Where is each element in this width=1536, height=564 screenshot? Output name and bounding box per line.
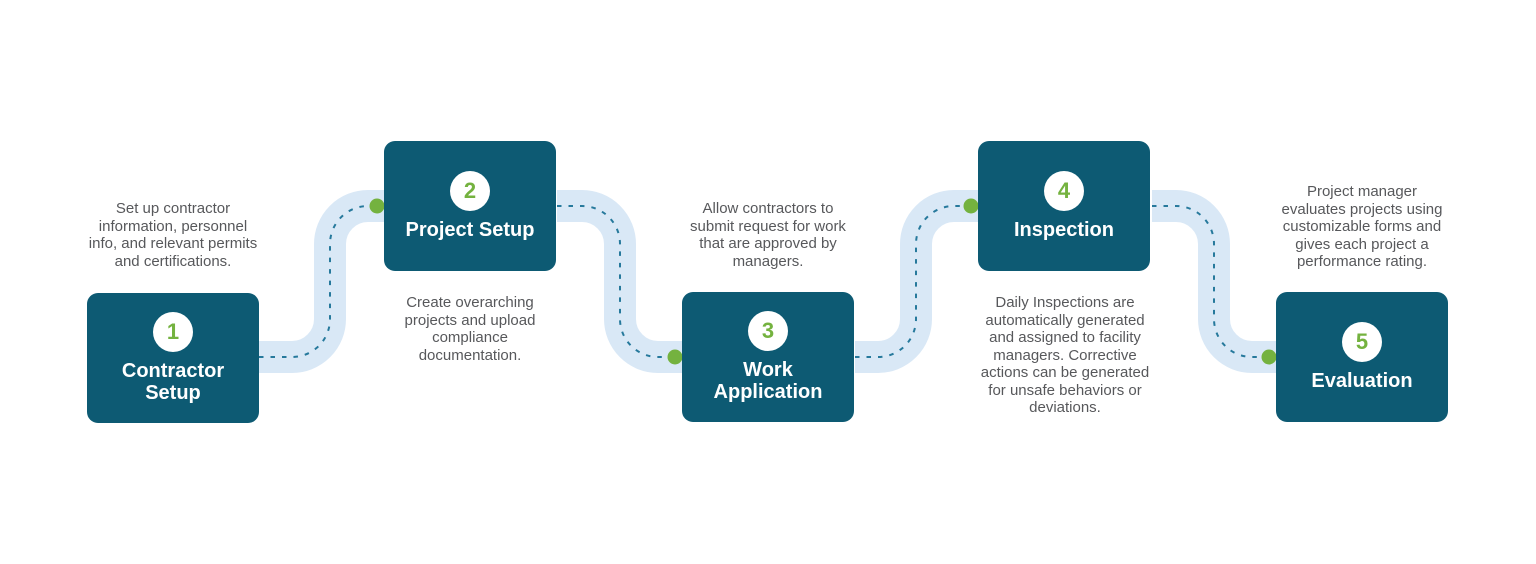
step-5-number-badge: 5 (1342, 322, 1382, 362)
connector-dashed-line-3-4 (855, 205, 971, 358)
step-5-box: 5 Evaluation (1276, 292, 1448, 422)
step-1-number-badge: 1 (153, 312, 193, 352)
step-1-title: Contractor Setup (121, 360, 225, 404)
step-3-number-badge: 3 (748, 311, 788, 351)
step-3-box: 3 Work Application (682, 292, 854, 422)
step-5-number: 5 (1355, 329, 1369, 354)
step-3-number: 3 (761, 318, 775, 343)
connector-band-4-5 (1152, 190, 1276, 373)
step-3-title: Work Application (713, 359, 823, 403)
step-5-title: Evaluation (1311, 370, 1413, 392)
connector-dot-step5 (1261, 349, 1277, 365)
step-2-number-badge: 2 (450, 171, 490, 211)
step-4-title: Inspection (1013, 219, 1114, 241)
connector-dashed-line-1-2 (259, 205, 377, 358)
step-2-box: 2 Project Setup (384, 141, 556, 271)
step-2-title: Project Setup (405, 219, 535, 241)
step-1-number: 1 (166, 319, 180, 344)
step-4-box: 4 Inspection (978, 141, 1150, 271)
connector-band-2-3 (557, 190, 682, 373)
step-4-number: 4 (1057, 178, 1071, 203)
connector-dot-step4 (963, 198, 979, 214)
connector-dot-step2 (369, 198, 385, 214)
step-4-number-badge: 4 (1044, 171, 1084, 211)
step-2-number: 2 (463, 178, 477, 203)
connector-dot-step3 (667, 349, 683, 365)
step-1-box: 1 Contractor Setup (87, 293, 259, 423)
